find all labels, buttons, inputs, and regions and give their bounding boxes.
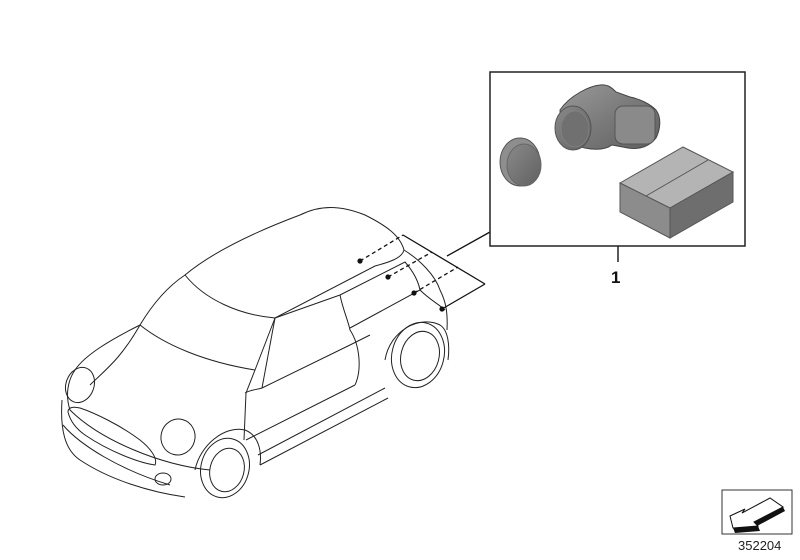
parts-box[interactable] (618, 146, 735, 239)
callout-number-1[interactable]: 1 (611, 268, 621, 287)
vehicle-outline (61, 207, 450, 499)
sensor-bezel[interactable] (499, 137, 542, 187)
back-arrow-icon[interactable] (721, 489, 793, 535)
sensor-points (357, 258, 445, 312)
sensor-callout-lines (359, 231, 491, 310)
diagram-id: 352204 (738, 538, 782, 553)
ultrasonic-sensor[interactable] (554, 84, 661, 151)
